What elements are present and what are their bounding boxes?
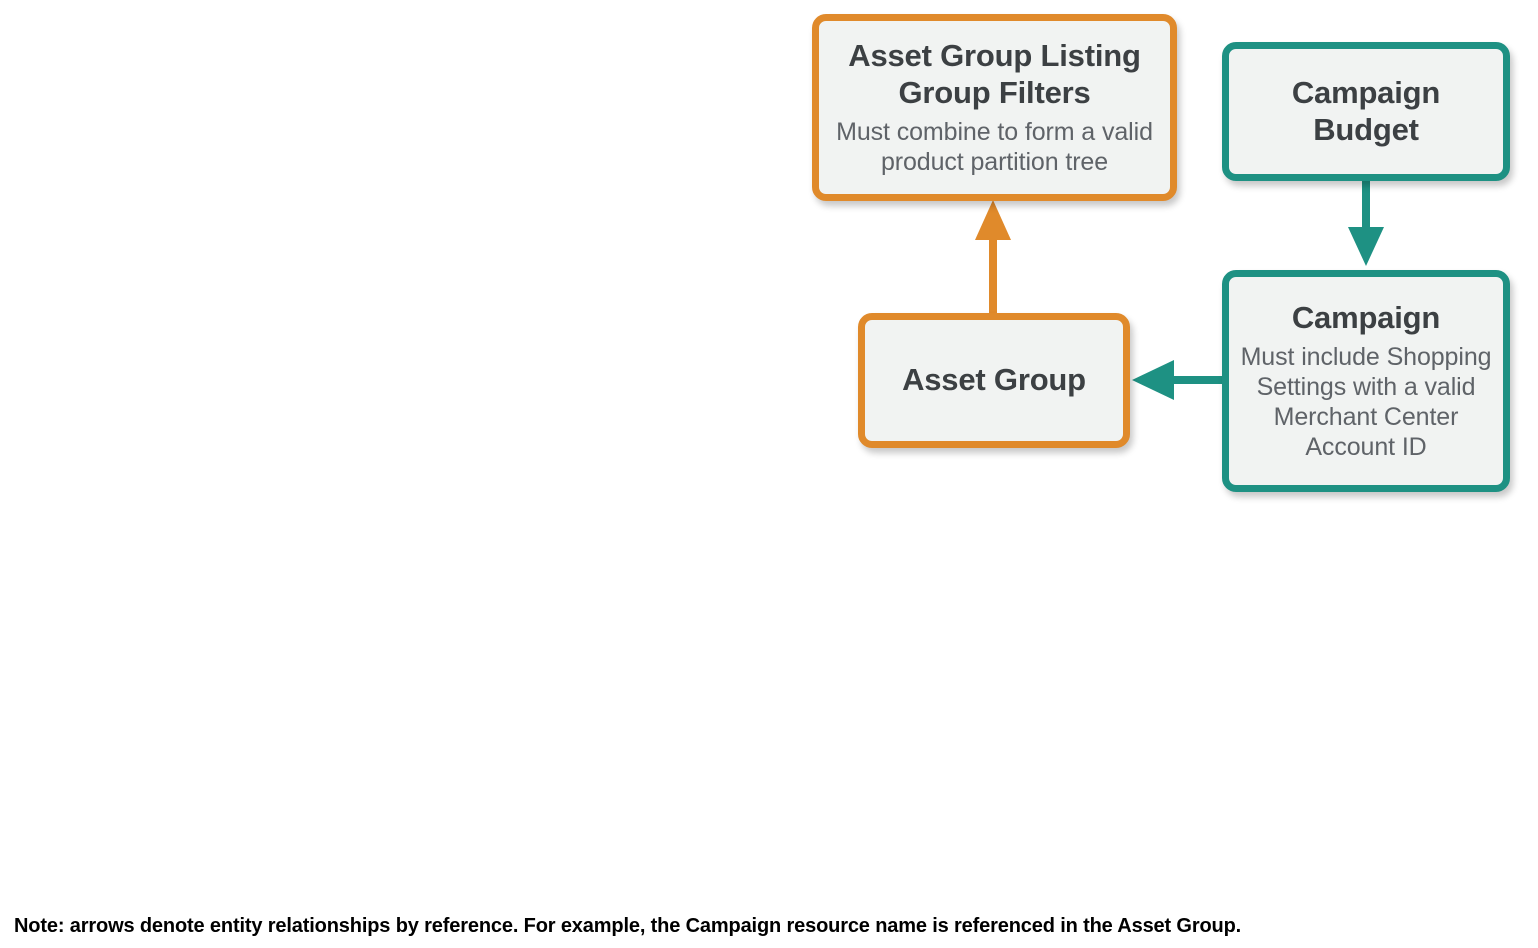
edge-campaign-budget-to-campaign	[1348, 178, 1384, 266]
node-title-campaign: Campaign	[1291, 299, 1441, 335]
node-description-campaign: Must include Shopping Settings with a va…	[1240, 343, 1492, 462]
node-title-asset-group-listing-group-filters: Asset Group Listing Group Filters	[848, 37, 1141, 110]
node-asset-group[interactable]: Asset Group	[858, 313, 1130, 448]
arrowhead-up-orange	[975, 200, 1011, 240]
arrowhead-left-teal	[1132, 360, 1174, 400]
node-campaign-budget[interactable]: Campaign Budget	[1222, 42, 1510, 181]
arrowhead-down-teal	[1348, 227, 1384, 266]
node-asset-group-listing-group-filters[interactable]: Asset Group Listing Group Filters Must c…	[812, 14, 1177, 201]
node-campaign[interactable]: Campaign Must include Shopping Settings …	[1222, 270, 1510, 492]
node-description-asset-group-listing-group-filters: Must combine to form a valid product par…	[836, 118, 1153, 177]
diagram-note: Note: arrows denote entity relationships…	[14, 915, 1242, 937]
edge-campaign-to-asset-group	[1132, 360, 1224, 400]
node-title-asset-group: Asset Group	[902, 362, 1086, 398]
edge-asset-group-to-filters	[975, 200, 1011, 316]
node-title-campaign-budget: Campaign Budget	[1291, 74, 1441, 147]
